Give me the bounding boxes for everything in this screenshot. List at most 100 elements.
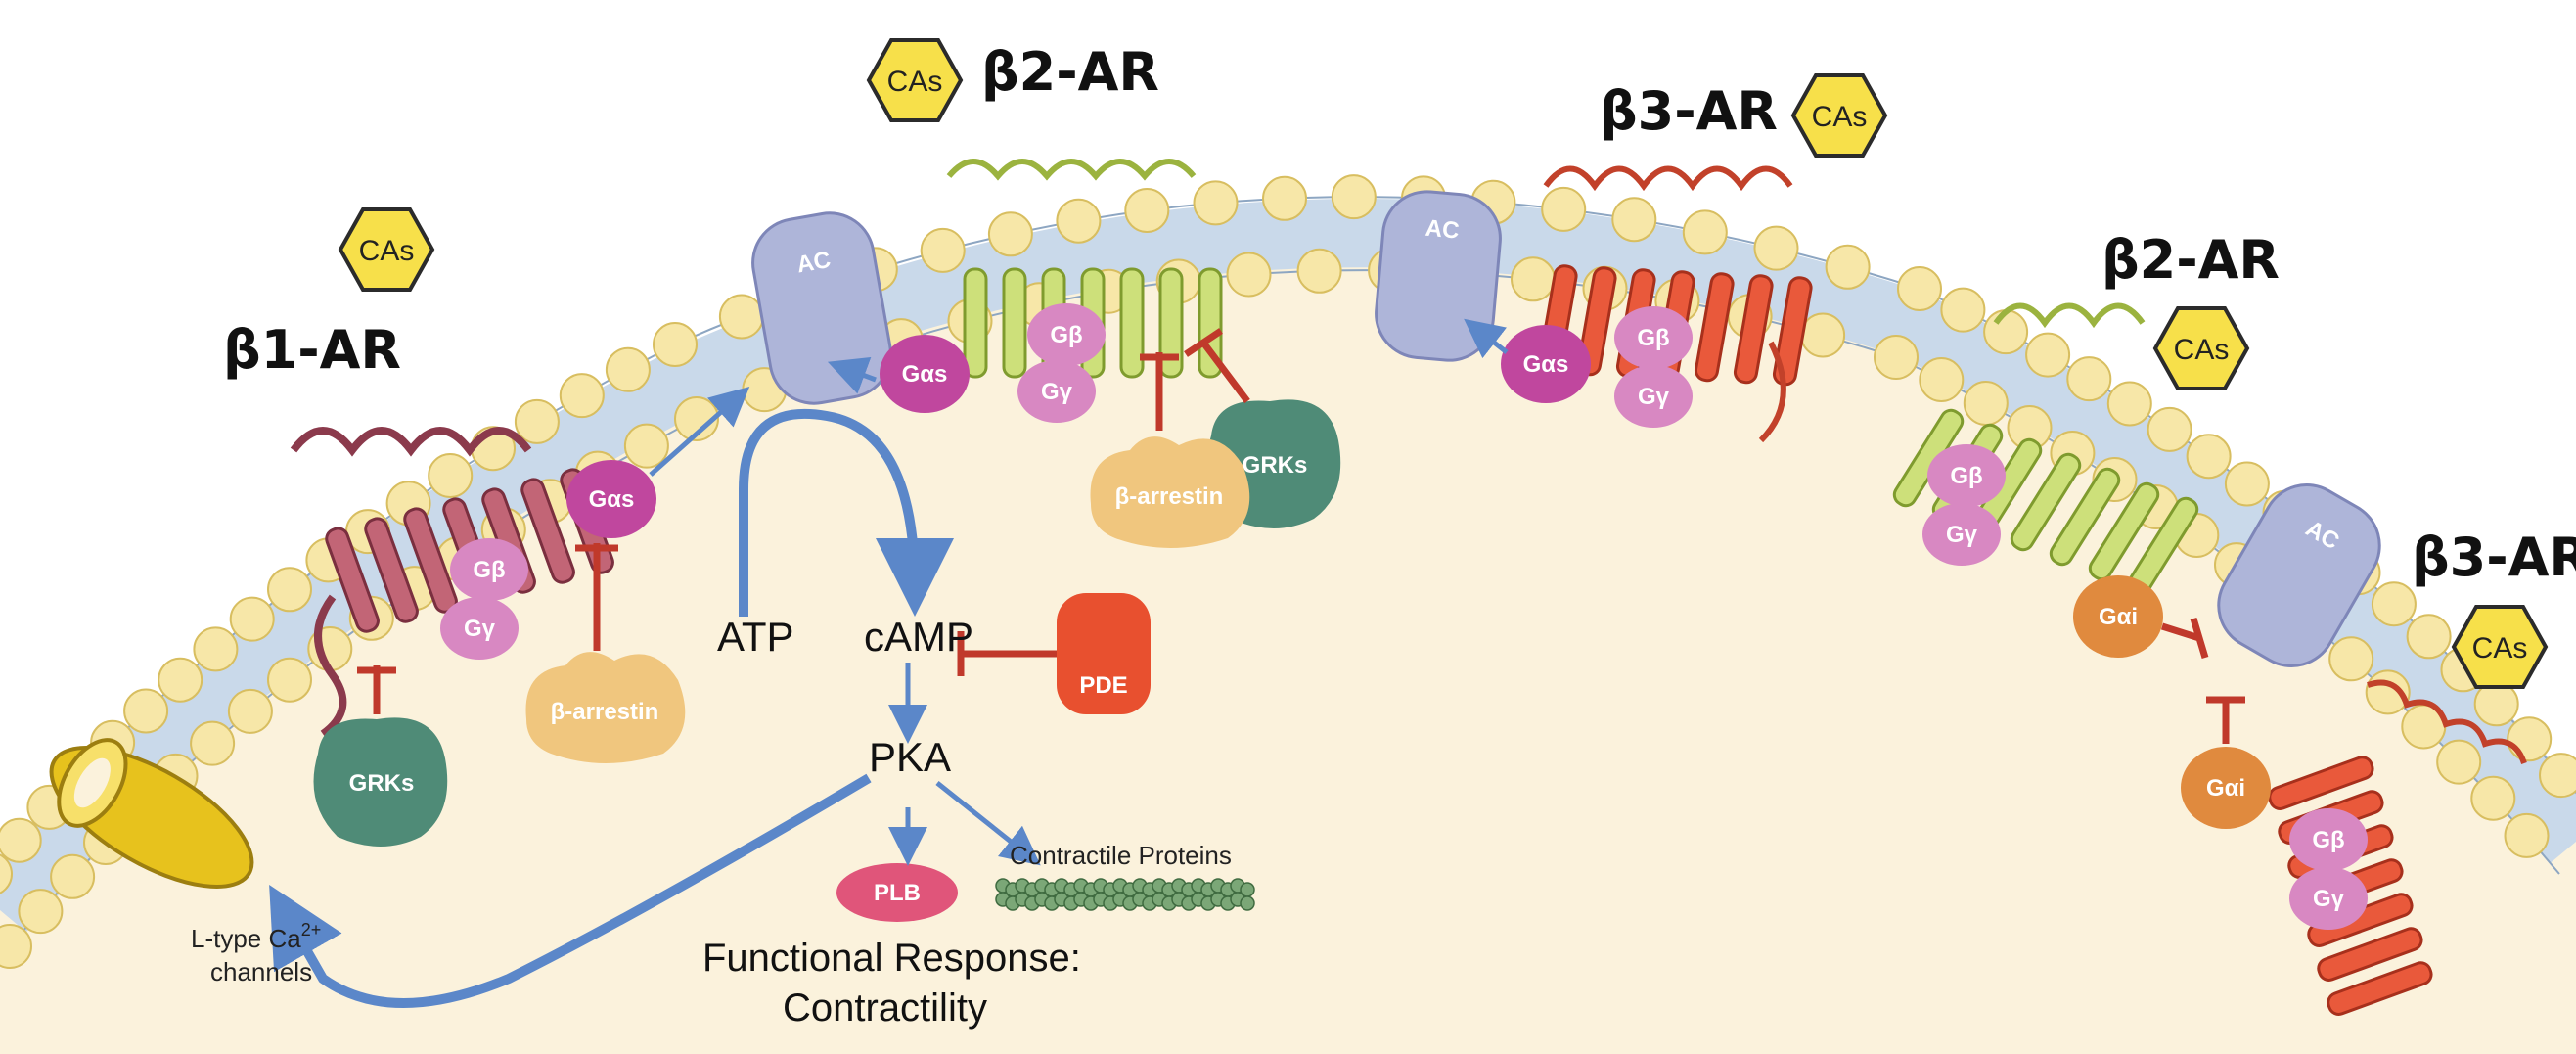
lipid-head xyxy=(123,688,169,734)
lipid-head xyxy=(229,596,275,642)
g-gamma-5: Gγ xyxy=(2289,867,2368,930)
svg-text:Gγ: Gγ xyxy=(1946,522,1978,548)
beta2-receptor-top xyxy=(946,159,1223,379)
cas-hexagon-beta3-top: CAs xyxy=(1790,73,1888,158)
svg-text:GRKs: GRKs xyxy=(1243,452,1308,479)
lipid-head xyxy=(2507,716,2553,762)
lipid-head xyxy=(1983,309,2029,355)
g-gamma-2: Gγ xyxy=(1017,360,1096,423)
lipid-head xyxy=(1825,244,1871,290)
lipid-head xyxy=(50,853,96,899)
plb: PLB xyxy=(836,863,958,922)
svg-text:Gαs: Gαs xyxy=(1523,351,1569,378)
cas-hexagon-beta2-right: CAs xyxy=(2152,306,2250,390)
lipid-head xyxy=(605,346,651,392)
lipid-head xyxy=(1296,248,1342,294)
lipid-head xyxy=(1511,256,1556,302)
atp-to-camp-arrow xyxy=(739,408,954,617)
g-beta-4: Gβ xyxy=(1927,444,2006,507)
svg-text:Gγ: Gγ xyxy=(464,616,496,642)
lipid-head xyxy=(267,567,312,613)
label-contractility: Contractility xyxy=(783,986,987,1030)
svg-text:Gγ: Gγ xyxy=(1638,384,1670,410)
label-pka: PKA xyxy=(869,734,951,780)
pka-to-channel-arrow xyxy=(269,773,872,1008)
svg-text:CAs: CAs xyxy=(1812,101,1868,133)
svg-text:CAs: CAs xyxy=(2472,632,2528,664)
cas-hexagon-beta1: CAs xyxy=(338,207,435,292)
lipid-head xyxy=(514,398,560,444)
l-type-calcium-channel xyxy=(49,738,254,889)
lipid-head xyxy=(2406,614,2452,660)
lipid-head xyxy=(1753,225,1799,271)
label-beta2-ar-right: β2-AR xyxy=(2101,229,2280,291)
lipid-head xyxy=(18,889,64,935)
beta-arrestin-1: β-arrestin xyxy=(525,652,686,763)
svg-text:CAs: CAs xyxy=(359,235,415,267)
lipid-head xyxy=(1874,335,1919,380)
lipid-head xyxy=(0,817,42,863)
lipid-head xyxy=(1226,252,1272,298)
contractile-filament xyxy=(995,878,1255,911)
svg-text:Gβ: Gβ xyxy=(1637,325,1669,351)
lipid-head xyxy=(718,294,764,340)
label-camp: cAMP xyxy=(864,614,973,660)
svg-text:AC: AC xyxy=(794,247,833,279)
lipid-head xyxy=(0,924,32,969)
lipid-head xyxy=(1262,175,1307,221)
lipid-head xyxy=(1541,186,1587,232)
g-alpha-i-2: Gαi xyxy=(2181,747,2271,829)
lipid-head xyxy=(2106,381,2152,427)
g-beta-1: Gβ xyxy=(450,538,528,601)
lipid-head xyxy=(1682,209,1728,255)
lipid-head xyxy=(2436,739,2482,785)
lipid-head xyxy=(1124,188,1170,233)
contractile-bead xyxy=(1240,895,1255,911)
lipid-head xyxy=(1331,174,1377,220)
g-gamma-3: Gγ xyxy=(1614,365,1693,428)
svg-text:Gαi: Gαi xyxy=(2206,775,2245,802)
lipid-head xyxy=(2328,636,2374,682)
beta2-receptor-right xyxy=(1889,302,2203,599)
inhibition-bars xyxy=(357,328,2245,744)
g-alpha-s-1: Gαs xyxy=(566,460,656,538)
lipid-head xyxy=(1193,180,1239,226)
svg-text:Gβ: Gβ xyxy=(1050,322,1082,348)
lipid-head xyxy=(1897,266,1942,311)
g-gamma-1: Gγ xyxy=(440,597,519,660)
lipid-head xyxy=(2539,753,2576,799)
lipid-head xyxy=(2147,406,2192,452)
lipid-head xyxy=(653,322,698,367)
lipid-head xyxy=(190,720,236,766)
svg-text:Gβ: Gβ xyxy=(473,557,505,583)
cas-hexagon-beta2-top: CAs xyxy=(866,38,964,122)
adenylyl-cyclase-3: AC xyxy=(2217,483,2381,667)
svg-text:CAs: CAs xyxy=(2174,334,2230,366)
activation-arrows xyxy=(649,318,1509,866)
lipid-head xyxy=(1963,381,2009,426)
lipid-head xyxy=(2186,434,2232,480)
svg-text:GRKs: GRKs xyxy=(349,770,415,797)
lipid-head xyxy=(193,626,239,672)
svg-text:AC: AC xyxy=(1424,215,1461,245)
svg-text:Gγ: Gγ xyxy=(1041,379,1073,405)
lipid-head xyxy=(987,211,1033,257)
lipid-head xyxy=(1611,197,1657,243)
svg-text:Gαi: Gαi xyxy=(2099,604,2138,630)
lipid-head xyxy=(2470,775,2516,821)
svg-text:PLB: PLB xyxy=(874,880,921,906)
lipid-head xyxy=(920,227,966,273)
g-beta-3: Gβ xyxy=(1614,306,1693,369)
label-l-type-channels: L-type Ca2+ xyxy=(191,920,321,953)
label-channels: channels xyxy=(210,957,312,986)
lipid-head xyxy=(2504,812,2550,858)
g-alpha-i-1: Gαi xyxy=(2073,575,2163,658)
g-beta-2: Gβ xyxy=(1027,303,1106,366)
beta1-receptor xyxy=(290,427,617,738)
label-functional-response: Functional Response: xyxy=(702,937,1081,980)
g-alpha-s-3: Gαs xyxy=(1501,325,1591,403)
g-beta-5: Gβ xyxy=(2289,808,2368,871)
svg-text:Gβ: Gβ xyxy=(1950,463,1982,489)
label-contractile-proteins: Contractile Proteins xyxy=(1010,841,1232,870)
lipid-head xyxy=(227,688,273,734)
